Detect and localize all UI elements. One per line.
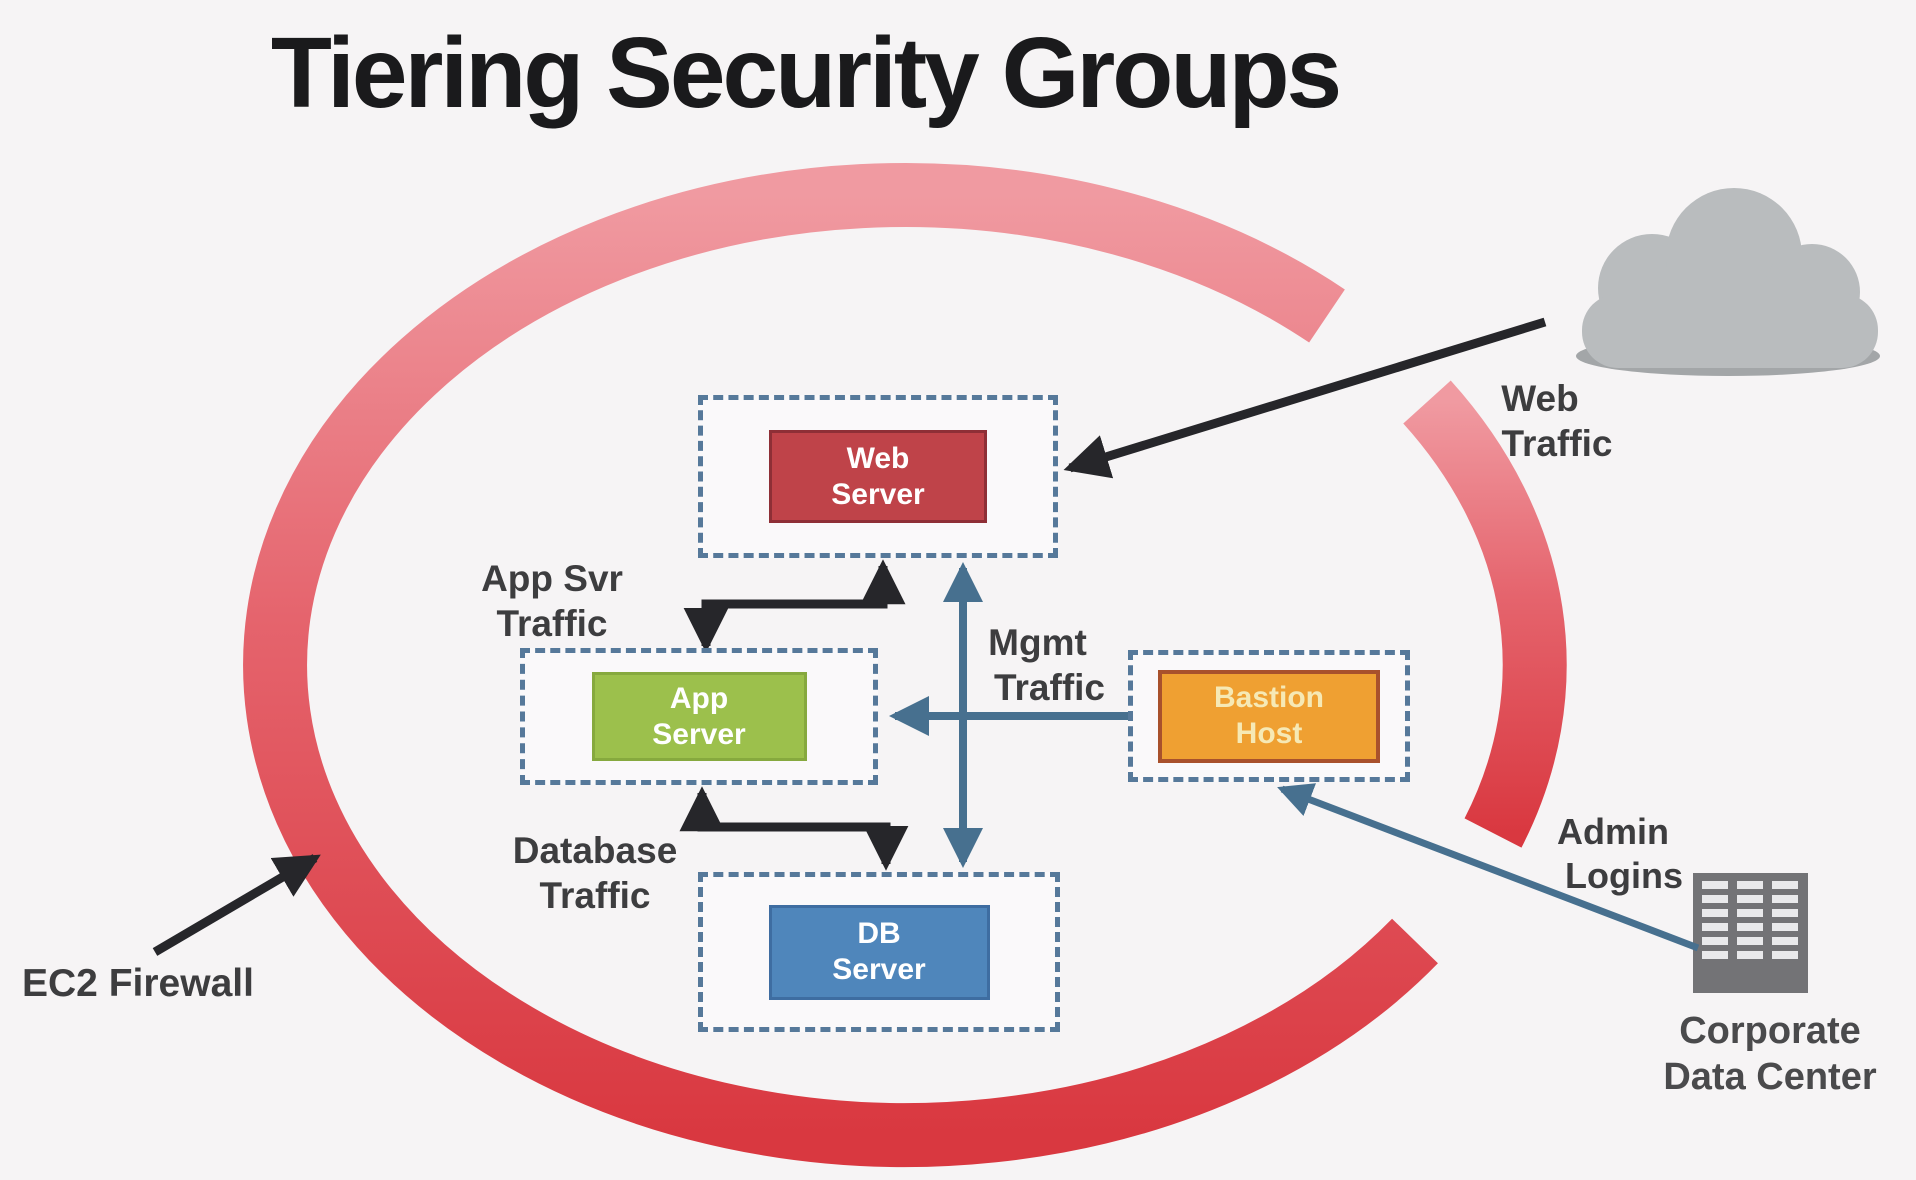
bastion-host-security-group: Bastion Host [1128, 650, 1410, 782]
app-server-security-group: App Server [520, 648, 878, 785]
bastion-host-node: Bastion Host [1158, 669, 1380, 763]
ec2-firewall-arrow [152, 854, 321, 956]
database-traffic-arrow [679, 786, 909, 871]
app-server-node: App Server [591, 672, 807, 761]
app-svr-traffic-arrow [683, 559, 906, 653]
firewall-ring-main-arc [243, 163, 1438, 1167]
admin-logins-arrow [1277, 783, 1700, 952]
page-title: Tiering Security Groups [270, 17, 1342, 129]
corporate-data-center-label: Corporate Data Center [1663, 1010, 1877, 1099]
admin-logins-label: Admin Logins [1557, 811, 1683, 896]
cloud-icon [1576, 188, 1880, 376]
db-server-security-group: DB Server [698, 872, 1060, 1032]
app-server-label-line1: App [669, 681, 729, 715]
ec2-firewall-label: EC2 Firewall [22, 962, 254, 1005]
web-server-label-line1: Web [846, 441, 910, 475]
db-server-label-line2: Server [832, 953, 926, 986]
db-server-label-line1: DB [857, 917, 901, 950]
mgmt-traffic-label: Mgmt Traffic [988, 622, 1106, 709]
web-server-node: Web Server [769, 430, 987, 523]
app-svr-traffic-label: App Svr Traffic [481, 558, 623, 645]
ec2-firewall-ring [243, 163, 1567, 1167]
database-traffic-label: Database Traffic [512, 830, 678, 917]
bastion-host-label-line1: Bastion [1213, 681, 1324, 714]
web-server-label-line2: Server [831, 477, 925, 511]
web-server-security-group: Web Server [698, 395, 1058, 558]
db-server-node: DB Server [768, 904, 990, 1000]
bastion-host-label-line2: Host [1235, 717, 1303, 750]
web-traffic-arrow [1063, 317, 1547, 479]
firewall-ring-right-arc [1403, 380, 1567, 848]
building-icon [1693, 873, 1808, 993]
web-traffic-label: Web Traffic [1501, 378, 1613, 465]
app-server-label-line2: Server [652, 717, 746, 751]
